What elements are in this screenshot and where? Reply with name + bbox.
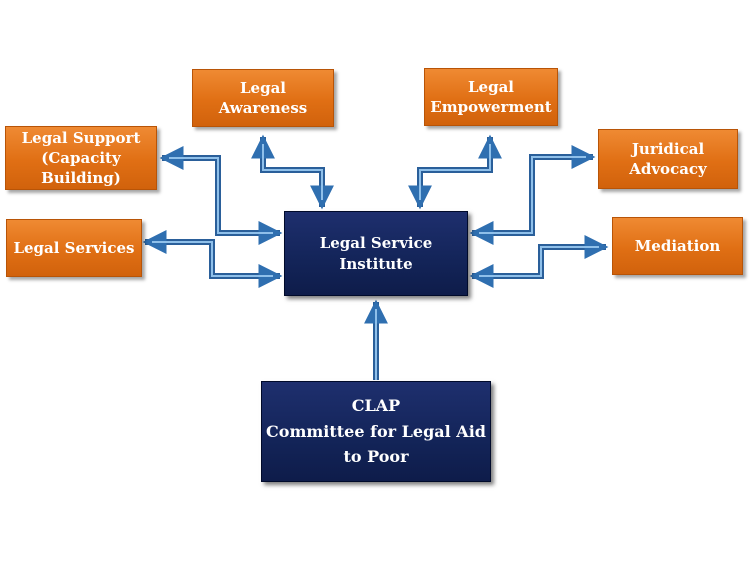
arrow-awareness [251,134,334,210]
node-label: Advocacy [629,160,707,178]
node-label: (Capacity Building) [41,148,121,188]
node-label: Mediation [634,236,721,255]
node-label: Committee for Legal Aid [266,421,486,441]
arrow-mediation [469,235,609,288]
node-legal-awareness: Legal Awareness [192,69,334,127]
node-label: Empowerment [430,98,552,116]
node-clap: CLAP Committee for Legal Aid to Poor [261,381,491,482]
node-label: Legal [240,78,286,97]
node-label: Legal [468,77,514,96]
arrow-empowerment [408,134,502,210]
node-label: Legal Services [13,238,135,257]
node-juridical-advocacy: Juridical Advocacy [598,129,738,189]
node-legal-support: Legal Support (Capacity Building) [5,126,157,190]
node-mediation: Mediation [612,217,743,275]
node-label: Legal Service Institute [319,234,433,273]
node-legal-empowerment: Legal Empowerment [424,68,558,126]
node-label: CLAP [351,396,401,416]
node-label: to Poor [343,447,409,467]
node-label: Awareness [218,99,308,117]
node-legal-service-institute: Legal Service Institute [284,211,468,296]
node-legal-services: Legal Services [6,219,142,277]
node-label: Juridical [631,139,705,158]
node-label: Legal Support [21,128,141,147]
